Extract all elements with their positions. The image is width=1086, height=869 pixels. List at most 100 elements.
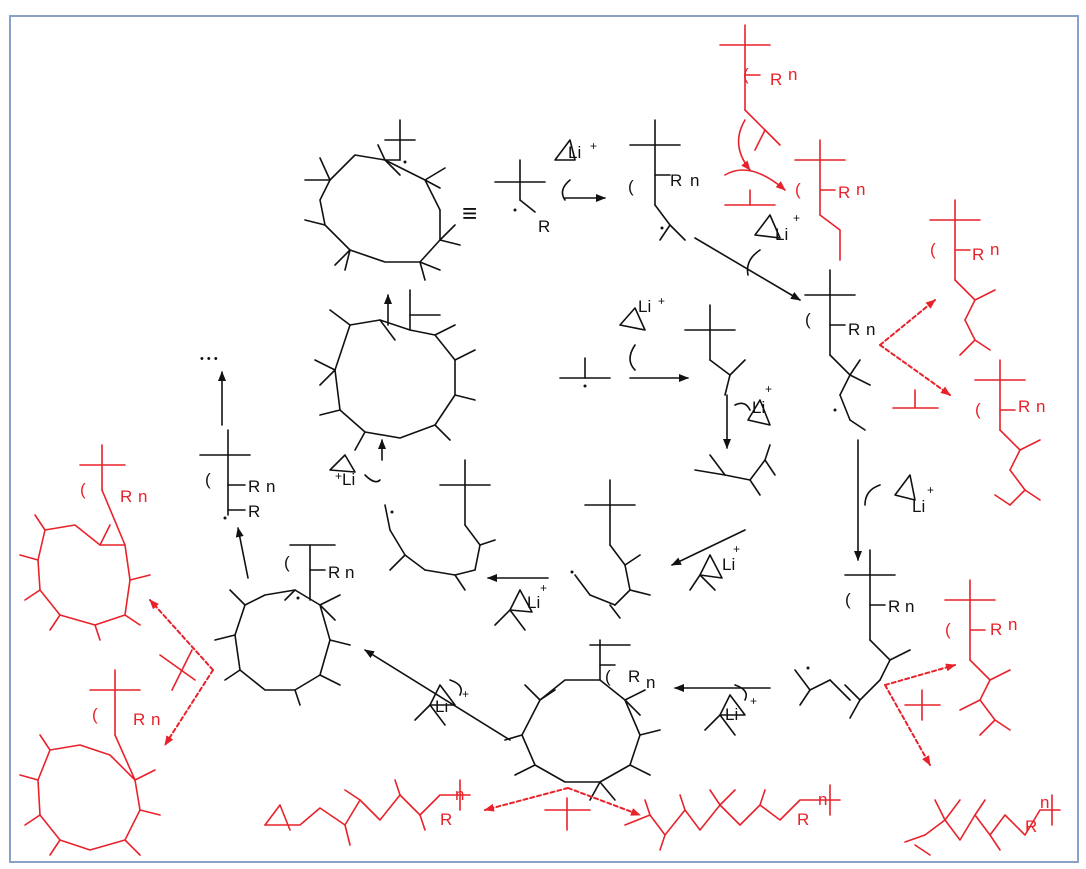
side-product-bottom-right: [904, 794, 1061, 856]
label-paren-4: (: [605, 667, 611, 686]
label-li-midright: Li: [722, 555, 735, 574]
label-r-top: R: [538, 217, 550, 236]
side-product-top: [719, 24, 786, 206]
li-complex-mid-left: [494, 589, 533, 631]
red-r-8: R: [440, 810, 452, 829]
label-plus-midright: +: [733, 542, 740, 556]
initiator-radical: [494, 159, 546, 213]
red-r-9: R: [120, 487, 132, 506]
label-plus-bottomright: +: [750, 694, 757, 708]
li-complex-top: [554, 139, 606, 202]
equivalence-sign: ≡: [462, 198, 477, 228]
side-product-bottom-mid: [624, 784, 841, 851]
label-paren-1: (: [628, 177, 634, 196]
li-complex-center2: [734, 399, 771, 426]
diagram-border: [9, 15, 1079, 863]
chain-middle: [574, 479, 651, 619]
red-paren-1: (: [743, 65, 749, 84]
side-product-left-small: [159, 649, 196, 691]
macrocycle-bottom: [504, 639, 661, 801]
macrocycle-top: [304, 119, 461, 281]
side-product-right-small: [892, 389, 939, 409]
label-plus-right: +: [927, 483, 934, 497]
label-r-5: R: [328, 563, 340, 582]
side-product-top2: [794, 139, 846, 261]
label-dots: • • •: [200, 353, 218, 365]
label-plus-top: +: [590, 139, 597, 153]
chain-middle-lower: [694, 444, 776, 496]
label-r-6: R: [248, 477, 260, 496]
red-n-4: n: [1036, 397, 1045, 416]
li-complex-right2: [864, 474, 916, 506]
red-paren-3: (: [930, 240, 936, 259]
side-product-bottom-small: [544, 797, 591, 831]
label-r-3: R: [888, 597, 900, 616]
label-plus-bottomleft: +: [462, 687, 469, 701]
red-r-4: R: [1018, 397, 1030, 416]
label-li-center: Li: [638, 297, 651, 316]
label-n-1: n: [690, 171, 699, 190]
side-product-right-small2: [904, 689, 941, 721]
red-n-5: n: [1008, 615, 1017, 634]
red-r-2: R: [838, 183, 850, 202]
red-n-2: n: [856, 180, 865, 199]
li-complex-middle-left: [329, 454, 381, 483]
side-product-left-bottom: [19, 669, 161, 856]
label-n-3: n: [905, 597, 914, 616]
label-li-midleft: Li: [527, 593, 540, 612]
li-complex-bottom-left: [414, 679, 463, 726]
label-paren-3: (: [845, 590, 851, 609]
li-complex-right: [746, 214, 781, 276]
label-r-4: R: [628, 667, 640, 686]
label-paren-2: (: [805, 310, 811, 329]
chain-center: [684, 304, 746, 396]
red-n-7: n: [818, 790, 827, 809]
red-paren-9: (: [80, 480, 86, 499]
red-paren-5: (: [945, 620, 951, 639]
red-r-1: R: [770, 70, 782, 89]
red-r-10: R: [133, 710, 145, 729]
macrocycle-left: [214, 544, 351, 706]
li-complex-bottom-right: [704, 684, 748, 736]
red-r-6: R: [1025, 817, 1037, 836]
chain-lower-right: [794, 549, 911, 719]
center-radical: [559, 357, 611, 379]
label-paren-5: (: [284, 553, 290, 572]
label-li-2: Li: [775, 225, 788, 244]
side-product-right3: [944, 579, 1011, 736]
red-n-6: n: [1040, 793, 1049, 812]
label-plus-2: +: [793, 211, 800, 225]
chain-middle-left: [384, 459, 496, 591]
red-paren-10: (: [92, 705, 98, 724]
red-n-10: n: [151, 710, 160, 729]
red-n-8: n: [455, 785, 464, 804]
label-n-4: n: [646, 673, 655, 692]
label-li-midleft2: Li: [342, 470, 355, 489]
label-n-6: n: [266, 477, 275, 496]
label-li-bottomright: Li: [725, 705, 738, 724]
li-complex-mid-right: [689, 554, 723, 591]
red-r-3: R: [972, 245, 984, 264]
label-r-2: R: [848, 320, 860, 339]
red-n-1: n: [788, 65, 797, 84]
chain-top: [629, 119, 686, 241]
red-n-9: n: [138, 487, 147, 506]
label-paren-6: (: [205, 470, 211, 489]
side-product-right2: [974, 359, 1041, 506]
label-r-6b: R: [248, 502, 260, 521]
label-plus-midleft2: +: [335, 469, 342, 483]
main-cycle: [199, 119, 916, 801]
label-li-bottomleft: Li: [435, 697, 448, 716]
red-r-7: R: [797, 810, 809, 829]
label-n-2: n: [866, 320, 875, 339]
label-li-center2: Li: [752, 398, 765, 417]
label-plus-midleft: +: [540, 581, 547, 595]
diagram-labels: ≡ R Li + ( R n Li + ( R n Li + Li + Li +…: [80, 65, 1049, 836]
macrocycle-middle: [314, 289, 476, 451]
label-r-1: R: [670, 171, 682, 190]
li-complex-center: [619, 307, 646, 371]
red-r-5: R: [990, 620, 1002, 639]
label-li-top: Li: [568, 143, 581, 162]
chain-left: [199, 429, 251, 516]
label-plus-center: +: [658, 294, 665, 308]
